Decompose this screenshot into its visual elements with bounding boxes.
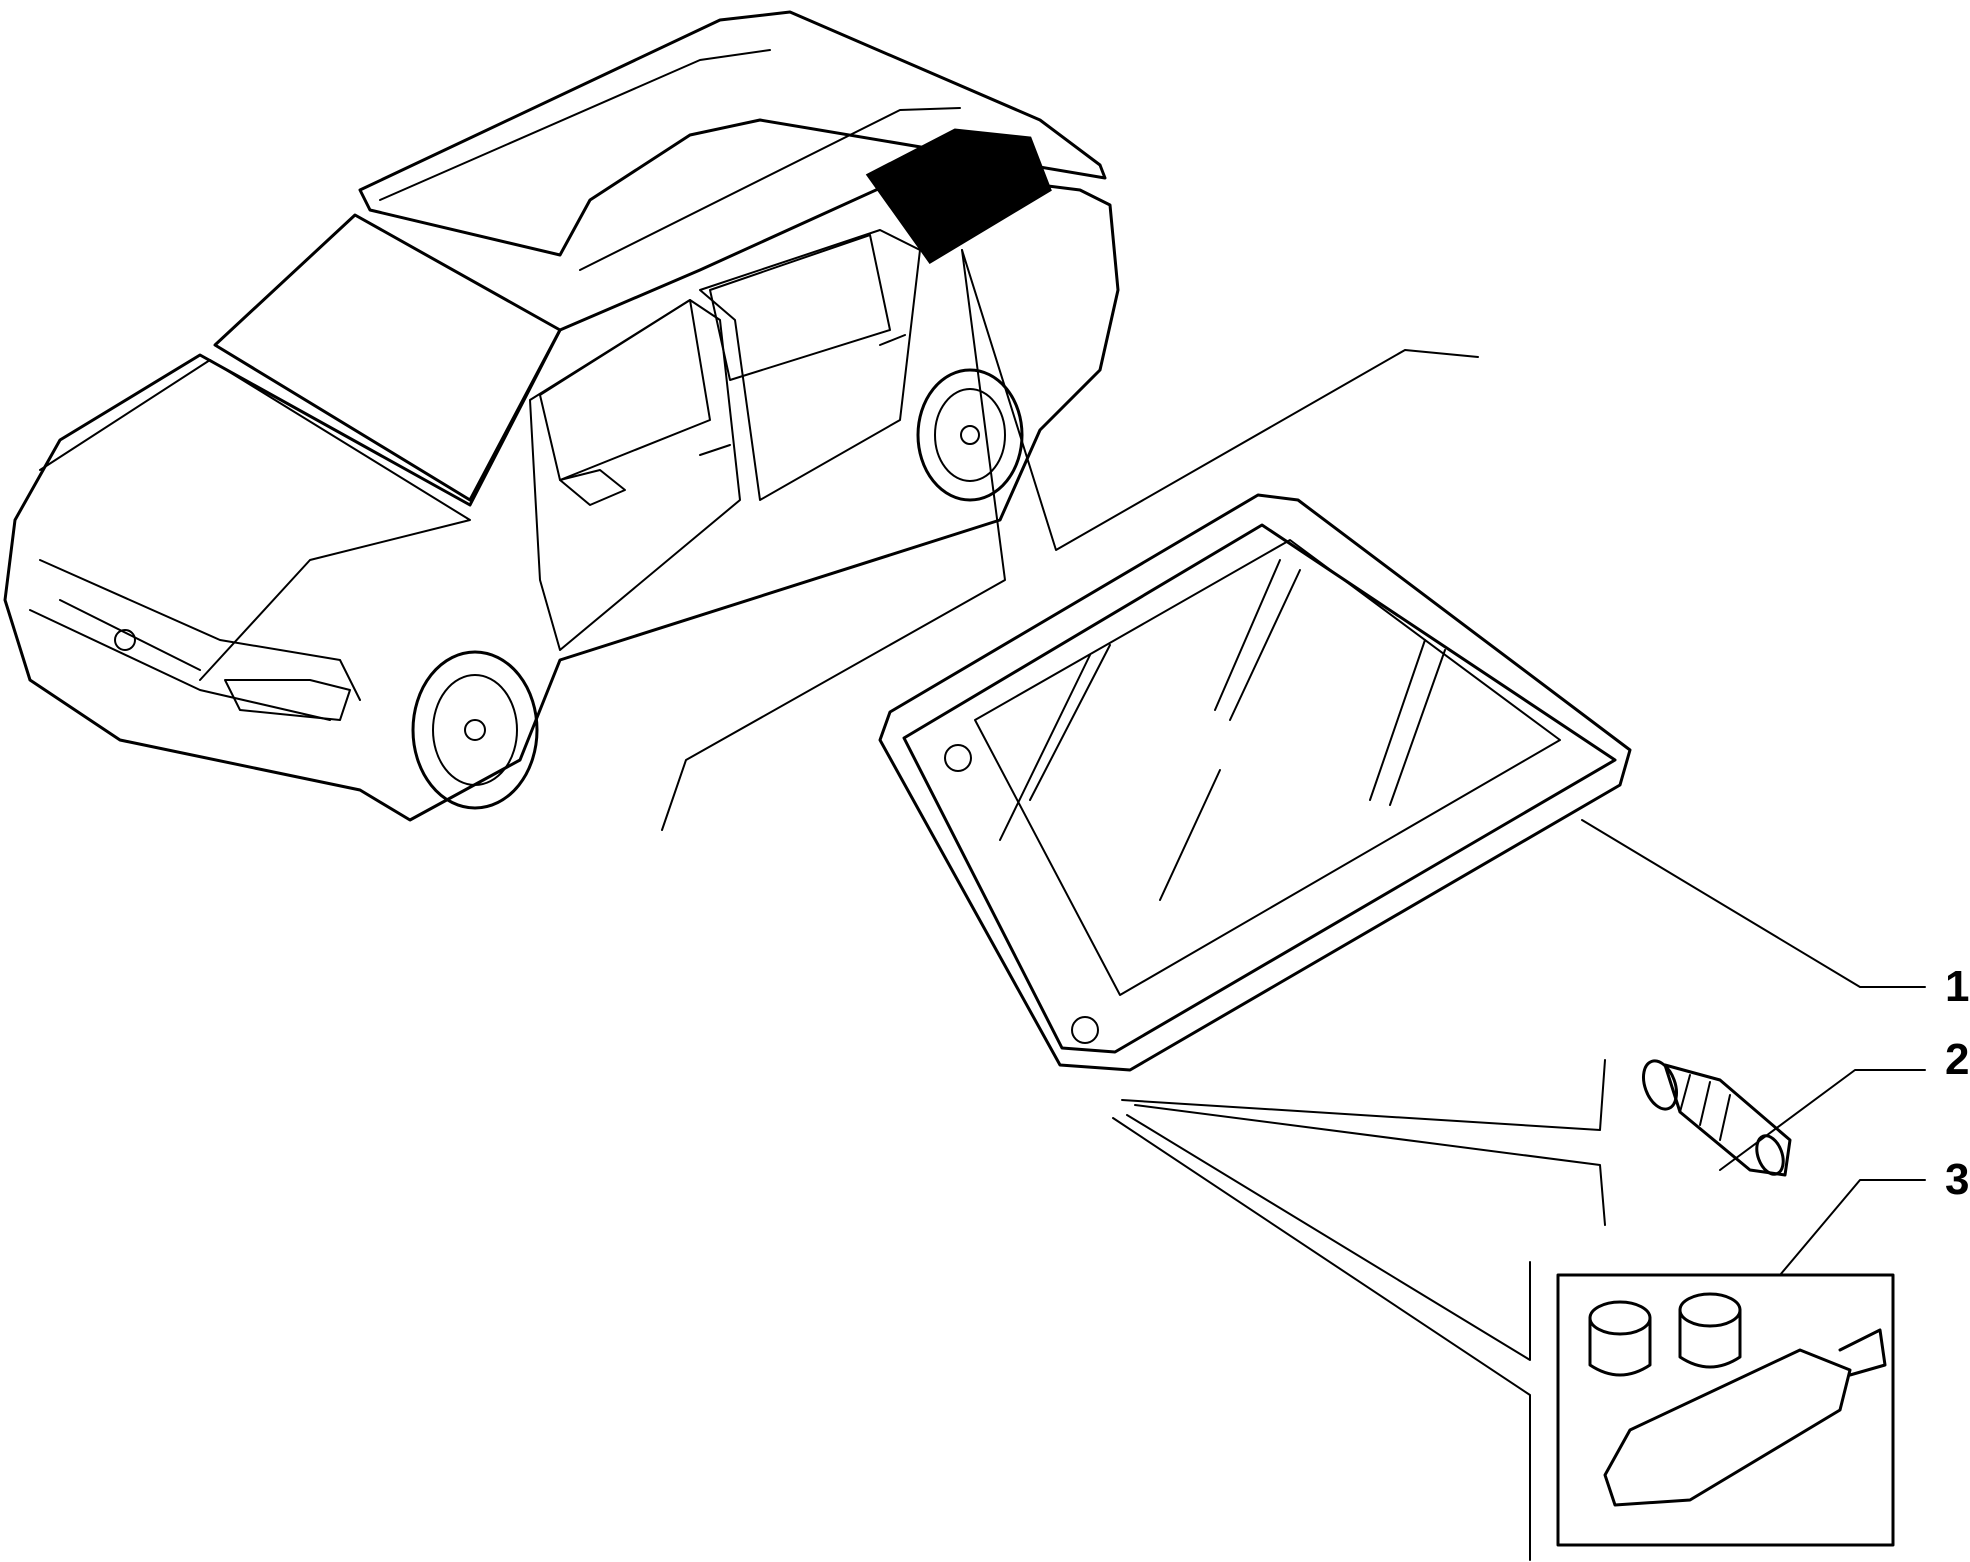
- highlighted-quarter-glass: [865, 128, 1052, 264]
- projection-lines: [661, 249, 1479, 831]
- callout-3: 3: [1945, 1155, 1969, 1204]
- fixing-clip: [1642, 1059, 1792, 1177]
- quarter-glass-panel: [878, 493, 1632, 1072]
- callout-leaders: [1112, 819, 1926, 1561]
- callout-1: 1: [1945, 962, 1969, 1011]
- car-illustration: [3, 10, 1120, 822]
- adhesive-kit: [1556, 1273, 1895, 1547]
- callout-2: 2: [1945, 1035, 1969, 1084]
